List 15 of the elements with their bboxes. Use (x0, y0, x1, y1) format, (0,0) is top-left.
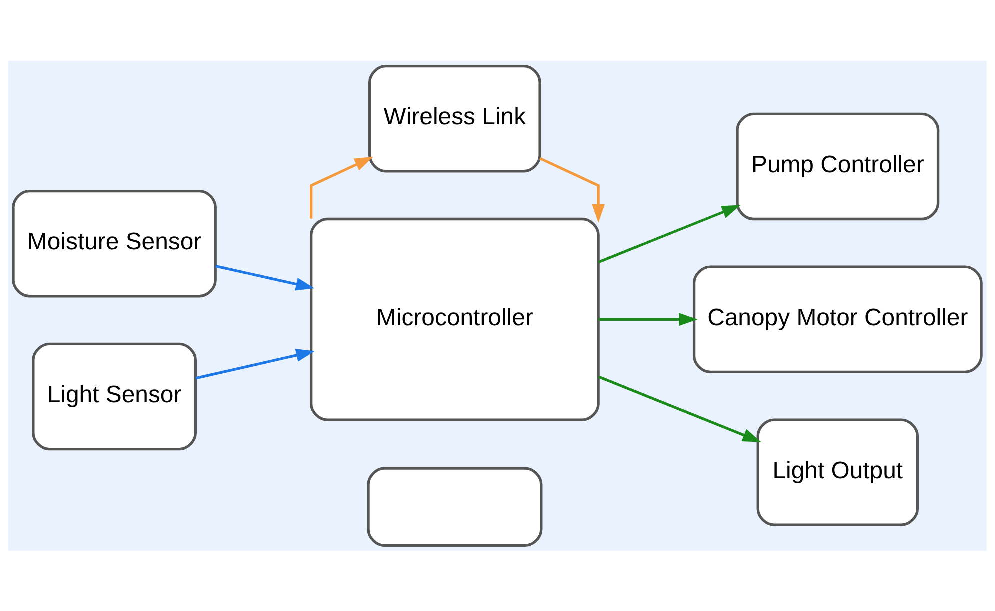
arrow (598, 375, 762, 442)
arrow (598, 312, 698, 326)
node-box: Microcontroller (310, 217, 600, 421)
arrow (310, 156, 374, 218)
node-box: Wireless Link (368, 64, 542, 172)
node-box: Light Sensor (32, 342, 197, 450)
node-box: Canopy Motor Controller (692, 265, 983, 373)
node-box: Light Output (756, 418, 920, 526)
arrow (196, 348, 315, 380)
arrow (216, 264, 315, 290)
arrow (598, 204, 741, 263)
node-box: Pump Controller (736, 112, 940, 220)
node-box: Moisture Sensor (12, 189, 217, 298)
arrow (540, 156, 606, 222)
node-box (367, 466, 543, 546)
